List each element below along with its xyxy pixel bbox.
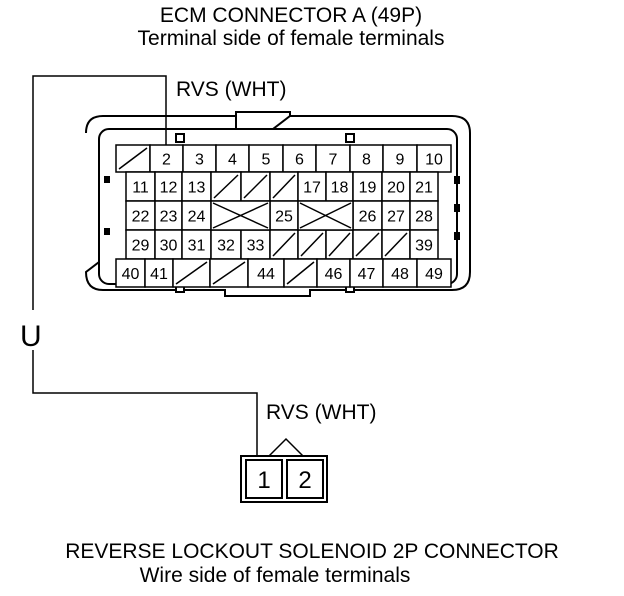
terminal-number: 25 — [275, 209, 293, 226]
terminal-cell — [316, 258, 351, 288]
terminal-number: 18 — [331, 180, 349, 197]
terminal-number: 6 — [295, 152, 304, 169]
solenoid-connector-subtitle: Wire side of female terminals — [139, 564, 411, 587]
terminal-number: 40 — [122, 266, 140, 283]
housing-side-marks — [104, 176, 460, 240]
terminal-number: 33 — [247, 238, 265, 255]
terminal-number: 2 — [162, 152, 171, 169]
terminal-cell — [416, 144, 452, 173]
solenoid-pin-1: 1 — [257, 467, 270, 494]
terminal-number: 20 — [387, 180, 405, 197]
terminal-number: 32 — [217, 238, 235, 255]
terminal-cell — [210, 229, 242, 260]
terminal-number: 44 — [257, 266, 275, 283]
terminal-number: 30 — [160, 238, 178, 255]
terminal-cell — [181, 200, 212, 231]
terminal-number: 17 — [303, 180, 321, 197]
terminal-number: 5 — [262, 152, 271, 169]
terminal-number: 21 — [415, 180, 433, 197]
solenoid-connector — [240, 437, 328, 503]
unused-terminal-mark — [118, 147, 148, 170]
terminal-cell — [381, 171, 411, 202]
terminal-number: 11 — [132, 180, 149, 197]
wire-label-solenoid: RVS (WHT) — [266, 401, 377, 424]
terminal-number: 7 — [329, 152, 338, 169]
terminal-cell — [349, 258, 384, 288]
terminal-number: 47 — [358, 266, 376, 283]
terminal-number: 13 — [188, 180, 206, 197]
unused-terminal-mark — [384, 232, 408, 257]
unused-terminal-mark — [286, 261, 315, 285]
ecm-connector-subtitle: Terminal side of female terminals — [137, 27, 445, 50]
terminal-number: 24 — [188, 209, 206, 226]
terminal-number: 9 — [396, 152, 405, 169]
unused-terminal-mark — [213, 174, 239, 199]
terminal-number: 3 — [195, 152, 204, 169]
unused-terminal-mark — [212, 202, 269, 229]
terminal-number: 28 — [415, 209, 433, 226]
terminal-cell — [115, 258, 146, 288]
wire-loop-symbol: U — [20, 320, 42, 353]
terminal-number: 46 — [325, 266, 343, 283]
terminal-number: 41 — [150, 266, 168, 283]
terminal-number: 26 — [359, 209, 377, 226]
terminal-cell — [154, 200, 183, 231]
terminal-cell — [382, 144, 418, 173]
terminal-number: 31 — [188, 238, 206, 255]
terminal-number: 22 — [132, 209, 150, 226]
terminal-number: 23 — [160, 209, 178, 226]
terminal-number: 48 — [391, 266, 409, 283]
rvs-wire — [32, 75, 258, 456]
terminal-number: 12 — [160, 180, 178, 197]
terminal-cell — [352, 171, 383, 202]
solenoid-connector-title: REVERSE LOCKOUT SOLENOID 2P CONNECTOR — [65, 540, 559, 563]
unused-terminal-mark — [272, 174, 296, 199]
terminal-number: 39 — [415, 238, 433, 255]
terminal-number: 19 — [359, 180, 377, 197]
terminal-cell — [282, 144, 317, 173]
unused-terminal-mark — [328, 232, 351, 257]
ecm-connector-title: ECM CONNECTOR A (49P) — [159, 4, 423, 27]
terminal-number: 49 — [425, 266, 443, 283]
terminal-cell — [125, 171, 156, 202]
terminal-number: 4 — [228, 152, 237, 169]
terminal-number: 8 — [362, 152, 371, 169]
unused-terminal-mark — [355, 232, 380, 257]
terminal-cell — [154, 171, 183, 202]
wire-label-ecm: RVS (WHT) — [176, 78, 287, 101]
terminal-number: 27 — [387, 209, 405, 226]
terminal-number: 10 — [425, 152, 443, 169]
solenoid-pin-2: 2 — [298, 467, 311, 494]
unused-terminal-mark — [300, 232, 324, 257]
terminal-cell — [416, 258, 452, 288]
unused-terminal-mark — [299, 202, 352, 229]
unused-terminal-mark — [243, 174, 268, 199]
terminal-number: 29 — [132, 238, 150, 255]
unused-terminal-mark — [212, 261, 246, 285]
unused-terminal-mark — [272, 232, 296, 257]
unused-terminal-mark — [175, 261, 208, 285]
